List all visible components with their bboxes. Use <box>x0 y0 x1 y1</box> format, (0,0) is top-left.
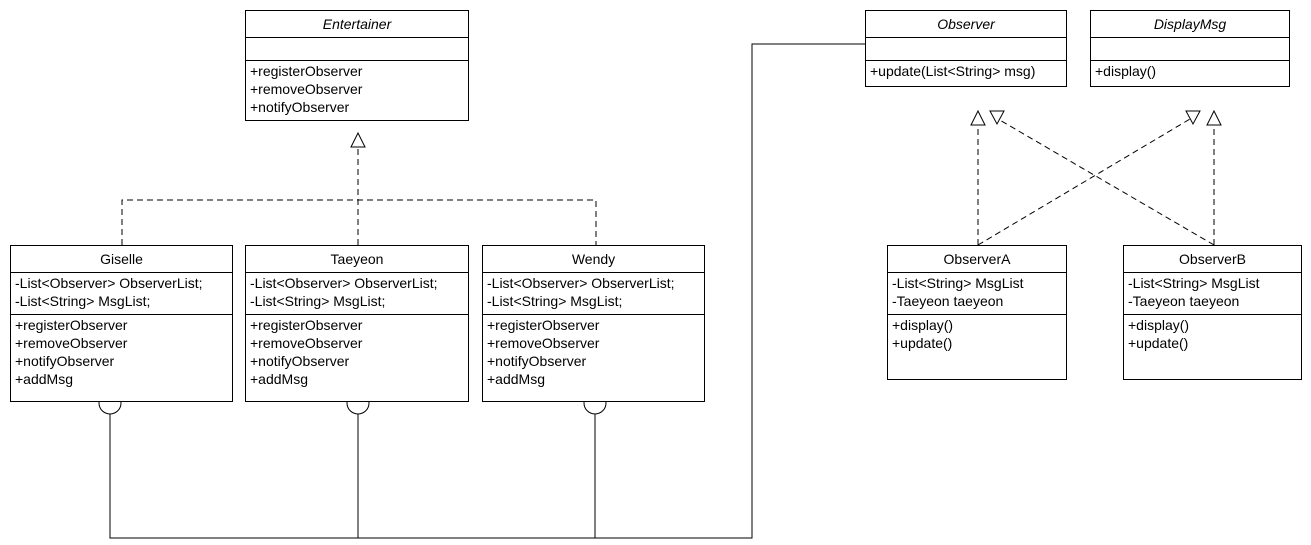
class-operations: +registerObserver +removeObserver +notif… <box>483 315 704 388</box>
operation: +display() <box>892 317 954 333</box>
attribute: -List<Observer> ObserverList; <box>250 275 438 291</box>
operation: +removeObserver <box>250 81 363 97</box>
class-observer[interactable]: Observer +update(List<String> msg) <box>865 10 1067 87</box>
operation: +removeObserver <box>250 335 363 351</box>
class-name: Giselle <box>11 246 232 273</box>
operation: +update(List<String> msg) <box>870 63 1036 79</box>
realization-branch <box>121 199 597 245</box>
class-attributes: -List<Observer> ObserverList; -List<Stri… <box>246 273 468 315</box>
operation: +removeObserver <box>487 335 600 351</box>
attribute: -List<String> MsgList <box>892 275 1024 291</box>
class-attributes <box>246 38 468 61</box>
operation: +notifyObserver <box>15 353 115 369</box>
class-name: ObserverB <box>1124 246 1301 273</box>
class-operations: +display() <box>1091 61 1289 80</box>
class-attributes <box>1091 38 1289 61</box>
operation: +notifyObserver <box>487 353 587 369</box>
class-wendy[interactable]: Wendy -List<Observer> ObserverList; -Lis… <box>482 245 705 402</box>
class-name: ObserverA <box>888 246 1066 273</box>
attribute: -List<String> MsgList; <box>15 293 151 309</box>
observera-to-displaymsg <box>977 118 1191 246</box>
class-operations: +update(List<String> msg) <box>866 61 1066 80</box>
link-giselle-observer <box>109 43 866 539</box>
observerb-to-observer <box>997 118 1215 246</box>
class-entertainer[interactable]: Entertainer +registerObserver +removeObs… <box>245 10 469 121</box>
operation: +update() <box>1128 335 1189 351</box>
class-taeyeon[interactable]: Taeyeon -List<Observer> ObserverList; -L… <box>245 245 469 402</box>
operation: +registerObserver <box>250 63 363 79</box>
class-name: Observer <box>866 11 1066 38</box>
class-operations: +registerObserver +removeObserver +notif… <box>246 315 468 388</box>
class-operations: +registerObserver +removeObserver +notif… <box>11 315 232 388</box>
class-attributes: -List<Observer> ObserverList; -List<Stri… <box>483 273 704 315</box>
operation: +registerObserver <box>250 317 363 333</box>
operation: +notifyObserver <box>250 99 350 115</box>
arrowhead-observerb-displaymsg <box>1206 109 1222 126</box>
operation: +addMsg <box>487 371 545 387</box>
operation: +addMsg <box>250 371 308 387</box>
attribute: -List<String> MsgList <box>1128 275 1260 291</box>
class-attributes: -List<String> MsgList -Taeyeon taeyeon <box>1124 273 1301 315</box>
operation: +removeObserver <box>15 335 128 351</box>
class-attributes <box>866 38 1066 61</box>
class-observerb[interactable]: ObserverB -List<String> MsgList -Taeyeon… <box>1123 245 1302 380</box>
operation: +update() <box>892 335 953 351</box>
class-attributes: -List<Observer> ObserverList; -List<Stri… <box>11 273 232 315</box>
operation: +registerObserver <box>15 317 128 333</box>
class-name: Entertainer <box>246 11 468 38</box>
attribute: -List<Observer> ObserverList; <box>487 275 675 291</box>
attribute: -Taeyeon taeyeon <box>892 293 1004 309</box>
class-operations: +registerObserver +removeObserver +notif… <box>246 61 468 116</box>
class-name: Taeyeon <box>246 246 468 273</box>
arrowhead-observera-observer <box>970 109 986 126</box>
observer-interface-links <box>109 43 866 539</box>
operation: +addMsg <box>15 371 73 387</box>
class-attributes: -List<String> MsgList -Taeyeon taeyeon <box>888 273 1066 315</box>
class-name: Wendy <box>483 246 704 273</box>
arrowhead-observera-displaymsg <box>1185 110 1201 126</box>
class-displaymsg[interactable]: DisplayMsg +display() <box>1090 10 1290 87</box>
class-operations: +display() +update() <box>1124 315 1301 352</box>
class-giselle[interactable]: Giselle -List<Observer> ObserverList; -L… <box>10 245 233 402</box>
realization-observers <box>977 118 1215 246</box>
class-observera[interactable]: ObserverA -List<String> MsgList -Taeyeon… <box>887 245 1067 380</box>
class-operations: +display() +update() <box>888 315 1066 352</box>
operation: +notifyObserver <box>250 353 350 369</box>
attribute: -Taeyeon taeyeon <box>1128 293 1240 309</box>
attribute: -List<String> MsgList; <box>487 293 623 309</box>
realization-arrowhead-entertainer <box>350 131 366 148</box>
attribute: -List<String> MsgList; <box>250 293 386 309</box>
operation: +display() <box>1128 317 1190 333</box>
class-name: DisplayMsg <box>1091 11 1289 38</box>
realization-entertainer <box>121 131 597 245</box>
operation: +display() <box>1095 63 1157 79</box>
operation: +registerObserver <box>487 317 600 333</box>
attribute: -List<Observer> ObserverList; <box>15 275 203 291</box>
arrowhead-observerb-observer <box>989 110 1005 126</box>
